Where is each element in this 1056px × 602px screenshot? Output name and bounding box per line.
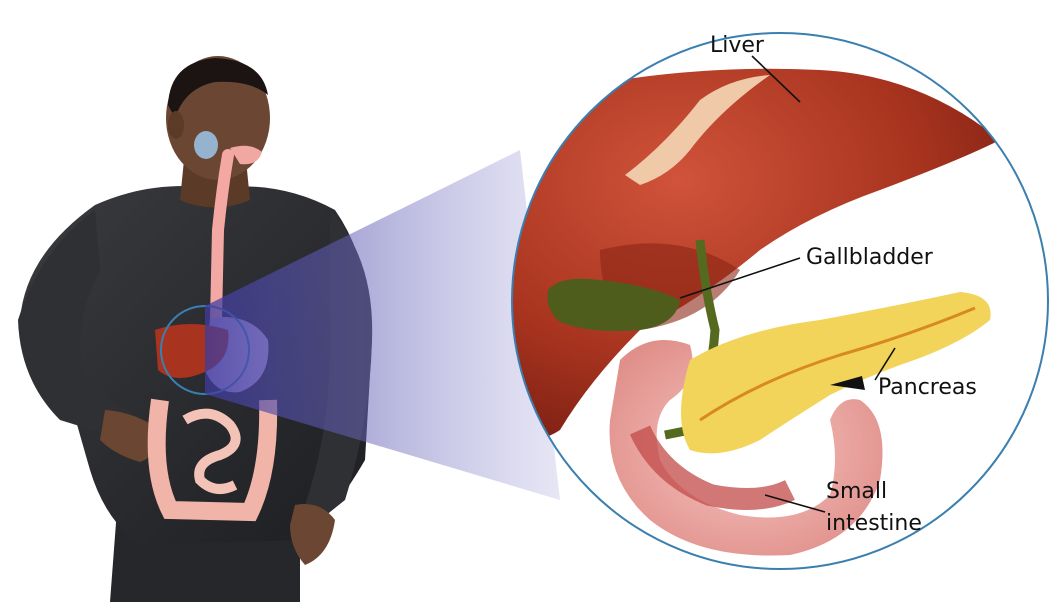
small-intestine-label-line1: Small — [826, 479, 887, 504]
ear — [168, 111, 184, 139]
small-intestine-label-line2: intestine — [826, 511, 922, 536]
salivary-gland — [194, 131, 218, 159]
magnified-view — [506, 33, 1048, 569]
pancreas-label: Pancreas — [878, 375, 977, 400]
liver-label: Liver — [710, 33, 765, 58]
gallbladder-label: Gallbladder — [806, 245, 934, 270]
